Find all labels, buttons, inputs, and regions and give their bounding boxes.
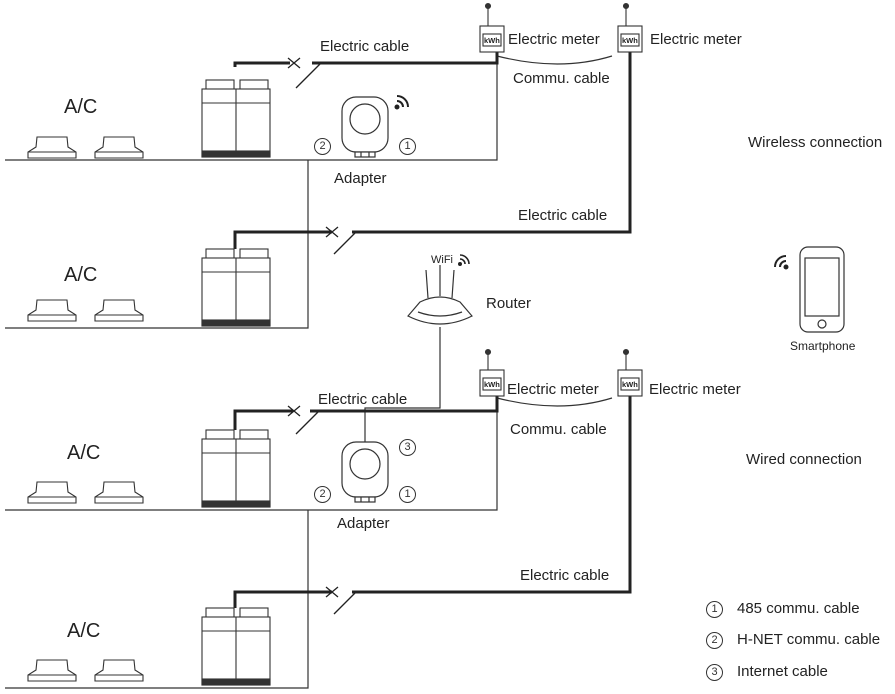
commu-cable-label: Commu. cable: [513, 70, 610, 87]
marker-1: 1: [399, 138, 416, 155]
adapter-label: Adapter: [337, 515, 390, 532]
adapter-icon: [341, 96, 389, 158]
outdoor-unit-icon: [201, 429, 271, 508]
ac-label: A/C: [64, 264, 98, 286]
ac-label: A/C: [67, 442, 101, 464]
legend-text: H-NET commu. cable: [737, 631, 881, 648]
wireless-connection-label: Wireless connection: [748, 134, 883, 151]
electric-cable-label: Electric cable: [520, 567, 610, 584]
wifi-icon: [774, 255, 789, 270]
switch-icon: [325, 586, 357, 615]
ac-bus-line-3: [5, 398, 498, 511]
electric-meter-label: Electric meter: [650, 31, 742, 48]
electric-cable-3b: [310, 396, 499, 413]
electric-cable-4: [233, 590, 332, 608]
electric-cable-2: [233, 230, 332, 249]
ac-label: A/C: [67, 620, 101, 642]
electric-cable-1b: [312, 52, 499, 65]
legend-marker: 1: [706, 601, 723, 618]
ac-indoor-unit-icon: [27, 659, 144, 682]
adapter-icon: [341, 441, 389, 503]
electric-meter-icon: [479, 2, 643, 397]
legend-text: 485 commu. cable: [737, 600, 860, 617]
adapter-label: Adapter: [334, 170, 387, 187]
wifi-icon: [394, 95, 409, 110]
legend-marker: 3: [706, 664, 723, 681]
wifi-label: WiFi: [431, 254, 453, 266]
commu-cable-2: [496, 397, 613, 407]
outdoor-unit-icon: [201, 248, 271, 327]
adapter-link-3: [5, 510, 309, 689]
kwh-label: kWh: [484, 380, 500, 389]
marker-2: 2: [314, 138, 331, 155]
ac-label: A/C: [64, 96, 98, 118]
kwh-label: kWh: [484, 36, 500, 45]
marker-3: 3: [399, 439, 416, 456]
switch-icon: [325, 226, 357, 255]
smartphone-label: Smartphone: [790, 339, 856, 353]
electric-cable-label: Electric cable: [320, 38, 410, 55]
electric-cable-1: [233, 61, 290, 67]
ac-indoor-unit-icon: [27, 299, 144, 322]
ac-bus-line-1: [5, 56, 498, 161]
ac-indoor-unit-icon: [27, 136, 144, 159]
switch-icon: [287, 57, 321, 89]
router-icon: [407, 265, 473, 325]
electric-meter-label: Electric meter: [508, 31, 600, 48]
marker-2: 2: [314, 486, 331, 503]
legend-text: Internet cable: [737, 663, 828, 680]
electric-meter-label: Electric meter: [649, 381, 741, 398]
electric-meter-label: Electric meter: [507, 381, 599, 398]
electric-cable-3: [233, 409, 293, 430]
commu-cable-label: Commu. cable: [510, 421, 607, 438]
internet-cable: [364, 327, 441, 442]
smartphone-icon: [799, 246, 845, 333]
electric-cable-label: Electric cable: [318, 391, 408, 408]
electric-cable-2b: [352, 52, 632, 234]
outdoor-unit-icon: [201, 607, 271, 686]
outdoor-unit-icon: [201, 79, 271, 158]
ac-indoor-unit-icon: [27, 481, 144, 504]
switch-icon: [287, 405, 319, 435]
wifi-icon: [457, 254, 470, 266]
electric-cable-label: Electric cable: [518, 207, 608, 224]
router-label: Router: [486, 295, 532, 312]
commu-cable-1: [496, 55, 613, 65]
wired-connection-label: Wired connection: [746, 451, 862, 468]
kwh-label: kWh: [622, 36, 638, 45]
legend-marker: 2: [706, 632, 723, 649]
electric-cable-4b: [352, 396, 632, 594]
marker-1: 1: [399, 486, 416, 503]
adapter-link-1: [5, 160, 309, 329]
kwh-label: kWh: [622, 380, 638, 389]
